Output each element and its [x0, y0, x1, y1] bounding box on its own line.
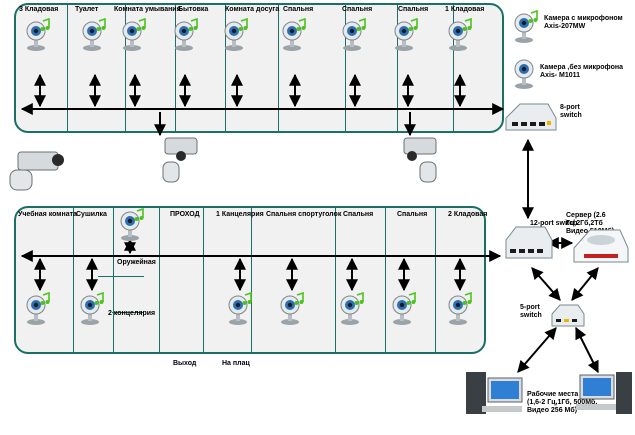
switch-8port-icon: [505, 103, 557, 131]
switch12-label: 12-port switch: [530, 220, 578, 227]
room-bottom-3: [114, 208, 160, 352]
bottom-room-label-1: Учебная комната: [18, 211, 77, 218]
workstations-label-line1: Рабочие места: [527, 391, 579, 398]
parade-label: На плац: [222, 360, 250, 367]
webcam-icon: [280, 17, 306, 52]
top-room-label-9: 1 Кладовая: [445, 6, 485, 13]
room-bottom-1: [16, 208, 74, 352]
room-bottom-2: [74, 208, 114, 352]
top-room-label-1: 3 Кладовая: [19, 6, 59, 13]
room-bottom-5: [204, 208, 252, 352]
room-bottom-8: [386, 208, 436, 352]
webcam-icon: [222, 17, 248, 52]
top-room-label-3: Комната умывания: [114, 6, 181, 13]
outdoor-camera-icon-1: [162, 137, 198, 183]
workstations-label-line3: Видео 256 Мб): [527, 407, 578, 414]
switch5-label-line1: 5-port: [520, 304, 540, 311]
room-top-3: [126, 5, 176, 131]
switch5-label: 5-port switch: [520, 304, 542, 320]
room-top-1: [16, 5, 68, 131]
exit-label: Выход: [173, 360, 197, 367]
webcam-icon: [512, 9, 538, 44]
legend-cam-nomic: Камера ,без микрофона Axis- M1011: [540, 64, 623, 80]
server-icon: [573, 229, 629, 263]
switch8-label-line1: 8-port: [560, 104, 580, 111]
room-top-2: [68, 5, 126, 131]
webcam-icon: [172, 17, 198, 52]
legend-cam-mic-line1: Камера с микрофоном: [544, 15, 623, 22]
bottom-room-label-9: 2 Кладовая: [448, 211, 488, 218]
workstation-icon-2: [576, 372, 632, 414]
outdoor-camera-icon-3: [9, 151, 64, 191]
webcam-icon: [512, 56, 538, 90]
legend-cam-nomic-line2: Axis- M1011: [540, 72, 581, 79]
office2-label: 2 концелярия: [108, 310, 156, 317]
workstation-icon-1: [466, 372, 523, 414]
room-bottom-4: [160, 208, 204, 352]
webcam-icon: [446, 17, 472, 52]
switch8-label-line2: switch: [560, 112, 582, 119]
webcam-icon: [340, 17, 366, 52]
top-room-label-2: Туалет: [75, 6, 99, 13]
webcam-icon: [24, 291, 50, 326]
bottom-room-label-6: Спальня спортуголок: [266, 211, 342, 218]
webcam-icon: [392, 17, 418, 52]
top-room-label-4: Бытовка: [178, 6, 209, 13]
room-top-8: [398, 5, 454, 131]
workstations-label-line2: (1,6-2 Гц,1Гб, 500Мб,: [527, 399, 598, 406]
webcam-icon: [78, 291, 104, 326]
bottom-room-label-8: Спальня: [397, 211, 428, 218]
top-room-label-7: Спальня: [342, 6, 373, 13]
server-label-line1: Сервер (2.6 Гц,2Гб,2Тб: [566, 212, 606, 227]
room-top-7: [346, 5, 398, 131]
legend-cam-mic: Камера с микрофоном Axis-207MW: [544, 15, 623, 31]
room-top-6: [279, 5, 346, 131]
webcam-icon: [278, 291, 304, 326]
webcam-icon: [390, 291, 416, 326]
room-top-4: [176, 5, 226, 131]
switch5-label-line2: switch: [520, 312, 542, 319]
switch-5port-icon: [551, 304, 585, 327]
webcam-icon: [80, 17, 106, 52]
outdoor-camera-icon-2: [403, 137, 437, 183]
webcam-icon: [24, 17, 50, 52]
room-bottom-6: [252, 208, 336, 352]
webcam-icon: [120, 17, 146, 52]
webcam-icon: [338, 291, 364, 326]
room-bottom-7: [336, 208, 386, 352]
webcam-icon: [446, 291, 472, 326]
webcam-icon: [226, 291, 252, 326]
bottom-room-label-2: Сушилка: [76, 211, 107, 218]
switch8-label: 8-port switch: [560, 104, 582, 120]
bottom-room-label-5: 1 Канцелярия: [216, 211, 264, 218]
legend-cam-nomic-line1: Камера ,без микрофона: [540, 64, 623, 71]
armory-divider: [98, 276, 144, 277]
webcam-icon: [118, 207, 144, 242]
room-top-5: [226, 5, 279, 131]
armory-label: Оружейная: [117, 259, 156, 266]
top-room-label-6: Спальня: [283, 6, 314, 13]
top-room-label-8: Спальня: [398, 6, 429, 13]
top-room-label-5: Комната досуга: [225, 6, 280, 13]
legend-cam-mic-line2: Axis-207MW: [544, 23, 586, 30]
bottom-room-label-7: Спальня: [343, 211, 374, 218]
switch-12port-icon: [505, 226, 553, 259]
workstations-label: Рабочие места (1,6-2 Гц,1Гб, 500Мб, Виде…: [527, 391, 597, 415]
corridor-divider: [112, 312, 144, 313]
bottom-room-label-4: ПРОХОД: [170, 211, 200, 218]
